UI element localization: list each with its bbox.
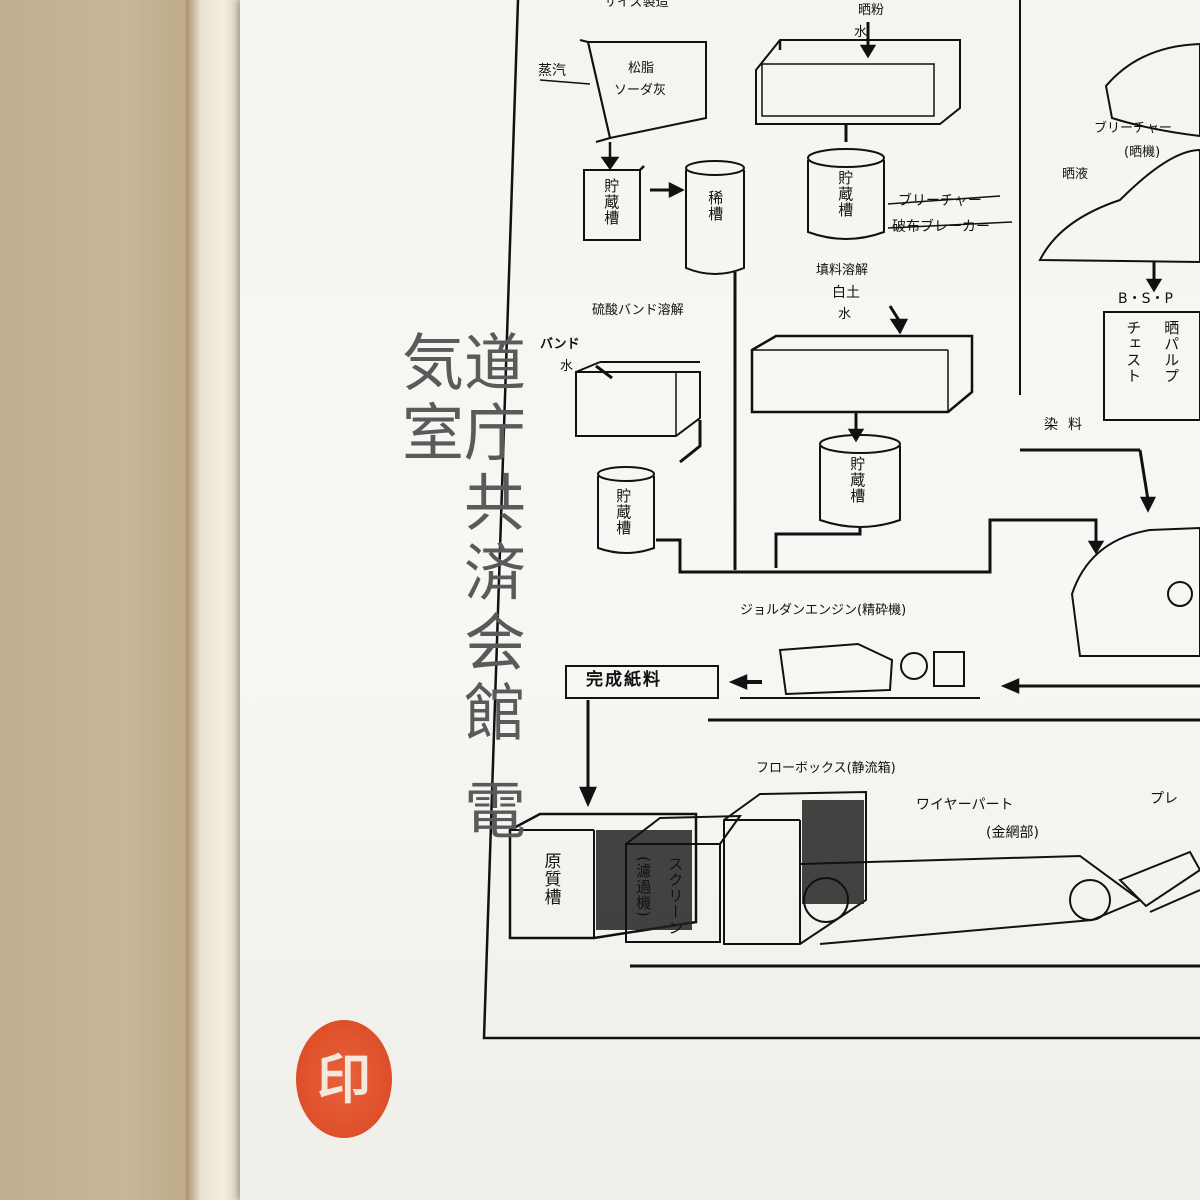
label-finished-stock: 完成紙料 [586, 670, 662, 690]
label-screen-sub: (濾過機) [634, 856, 653, 918]
label-bleach-liquor: 晒液 [1062, 167, 1089, 182]
diagram-frame [482, 0, 1200, 1040]
label-bleacher-machine: (晒機) [1124, 145, 1161, 160]
label-jordan-engine: ジョルダンエンジン(精砕機) [740, 603, 907, 618]
label-stuff-chest: 原質槽 [540, 852, 561, 906]
label-filler-dissolve: 填料溶解 [816, 263, 869, 278]
label-rag-breaker: 破布ブレーカー [892, 219, 990, 235]
label-size-making: サイズ製造 [604, 0, 669, 10]
label-dilution-tank: 稀槽 [706, 190, 725, 222]
label-water-1: 水 [854, 25, 868, 40]
label-alum: バンド [540, 337, 580, 352]
label-storage-tank-1: 貯蔵槽 [602, 178, 621, 226]
label-bleached-pulp: 晒パルプ [1162, 320, 1181, 384]
label-storage-tank-2: 貯蔵槽 [836, 170, 855, 218]
label-flow-box: フローボックス(静流箱) [756, 761, 896, 776]
label-screen: スクリーン [666, 856, 685, 936]
seal-glyph: 印 [317, 1047, 371, 1111]
label-steam: 蒸汽 [538, 63, 566, 79]
label-dye: 染料 [1044, 417, 1092, 433]
label-wire-part-sub: (金網部) [986, 825, 1039, 841]
background-table [0, 0, 210, 1200]
book-spine-edge [186, 0, 246, 1200]
diagram-page [240, 0, 1200, 1200]
label-wire-part: ワイヤーパート [916, 797, 1014, 813]
label-bleacher-right: ブリーチャー [1094, 121, 1172, 136]
label-storage-tank-3: 貯蔵槽 [848, 456, 867, 504]
label-storage-tank-4: 貯蔵槽 [614, 488, 633, 536]
label-rosin: 松脂 [628, 61, 655, 76]
label-bsp: B・S・P [1118, 291, 1173, 307]
label-chest: チェスト [1124, 320, 1143, 384]
red-seal-stamp: 印 [296, 1020, 392, 1138]
label-alum-dissolve: 硫酸バンド溶解 [592, 303, 684, 318]
label-bleach-powder: 晒粉 [858, 3, 885, 18]
label-white-clay: 白土 [832, 285, 860, 301]
label-bleacher: ブリーチャー [898, 193, 982, 209]
handwritten-inscription: 道庁共済会館 電気室 [391, 330, 526, 848]
label-press-part: プレ [1150, 791, 1178, 807]
label-water-3: 水 [560, 359, 574, 374]
label-water-2: 水 [838, 307, 852, 322]
label-soda-ash: ソーダ灰 [614, 83, 667, 98]
